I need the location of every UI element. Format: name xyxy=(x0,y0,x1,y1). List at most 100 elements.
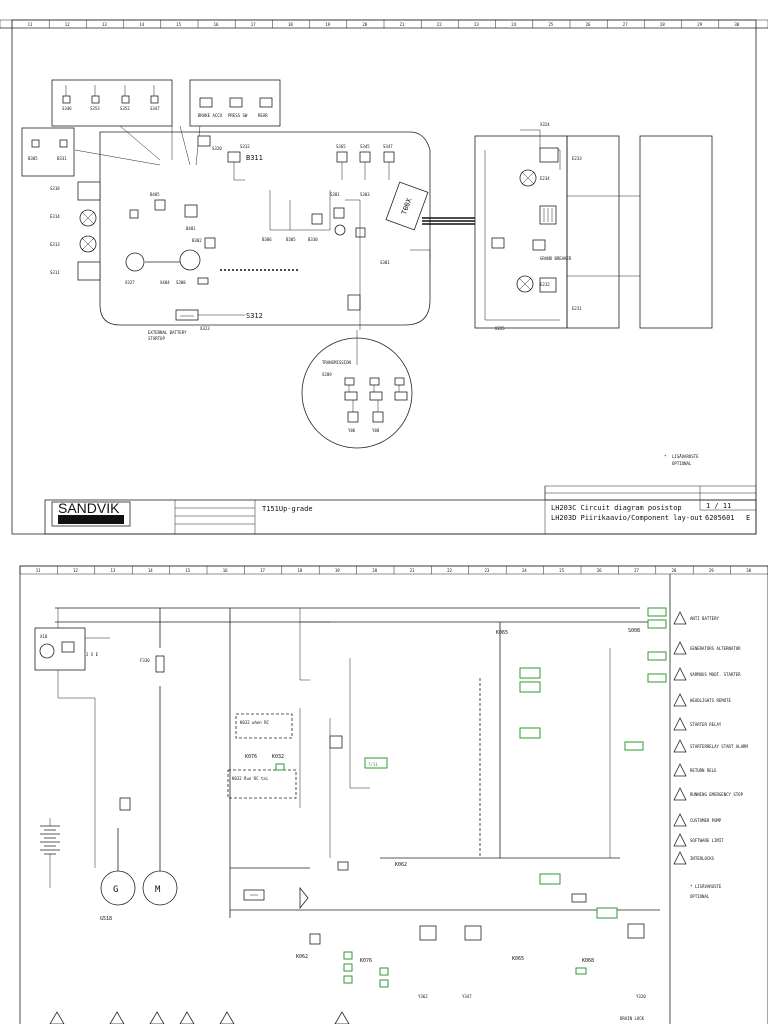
svg-text:B401: B401 xyxy=(186,226,196,231)
k062-bottom: K062 xyxy=(296,954,308,960)
svg-text:REAR: REAR xyxy=(258,113,268,118)
svg-text:E234: E234 xyxy=(540,176,550,181)
svg-text:B306: B306 xyxy=(262,237,272,242)
column-number: 13 xyxy=(111,568,116,573)
svg-text:S347: S347 xyxy=(150,106,160,111)
note-line2: OPTIONAL xyxy=(672,461,692,466)
right-label: STARTERRELAY START ALARM xyxy=(690,744,748,749)
svg-text:GRAND BREAKER: GRAND BREAKER xyxy=(540,256,572,261)
external-battery-startup: EXTERNAL BATTERY STARTUP S312 X323 xyxy=(148,309,263,341)
right-label: INTERLOCKS xyxy=(690,856,715,861)
k032-label: K032 xyxy=(272,754,284,760)
column-number: 28 xyxy=(660,22,665,27)
svg-text:S347: S347 xyxy=(383,144,393,149)
column-number: 16 xyxy=(214,22,219,27)
column-number: 26 xyxy=(597,568,602,573)
warning-triangle-icon xyxy=(673,717,687,731)
column-number: 23 xyxy=(474,22,479,27)
column-number: 22 xyxy=(437,22,442,27)
svg-text:X225: X225 xyxy=(495,326,505,331)
sheet-2-frame xyxy=(19,565,768,1024)
column-number: 18 xyxy=(298,568,303,573)
right-label: ANTI BATTERY xyxy=(690,616,719,621)
warning-triangle-icon xyxy=(673,611,687,625)
title-line1: LH203C Circuit diagram posistop xyxy=(551,504,682,512)
svg-text:K032 Run RC tai: K032 Run RC tai xyxy=(232,776,269,781)
svg-text:B311: B311 xyxy=(246,154,263,162)
right-label: GENERATORS ALTERNATOR xyxy=(690,646,741,651)
right-relay-column: K065 S008 K062 xyxy=(380,607,667,919)
right-label: VARMUUS MOOT. STARTER xyxy=(690,672,741,677)
svg-text:S308: S308 xyxy=(176,280,186,285)
column-number: 16 xyxy=(223,568,228,573)
column-number: 30 xyxy=(746,568,751,573)
svg-text:B305: B305 xyxy=(286,237,296,242)
svg-text:X18: X18 xyxy=(40,634,48,639)
sandvik-logo: SANDVIK xyxy=(58,500,120,516)
svg-text:B305: B305 xyxy=(28,156,38,161)
column-number: 20 xyxy=(372,568,377,573)
y320-label: Y320 xyxy=(636,994,646,999)
column-number: 22 xyxy=(447,568,452,573)
column-number: 17 xyxy=(260,568,265,573)
warning-triangle-icon xyxy=(673,693,687,707)
ext-battery-label: EXTERNAL BATTERY xyxy=(148,330,187,335)
right-label: HEADLIGHTS REMOTE xyxy=(690,698,732,703)
svg-text:B330: B330 xyxy=(308,237,318,242)
right-labels: ANTI BATTERY GENERATORS ALTERNATOR VARMUUS… xyxy=(673,611,748,899)
svg-text:E231: E231 xyxy=(572,306,582,311)
column-number: 24 xyxy=(511,22,516,27)
svg-text:G: G xyxy=(113,885,118,895)
column-number: 12 xyxy=(73,568,78,573)
power-rails: F330 xyxy=(55,607,650,673)
y362-label: Y362 xyxy=(418,994,428,999)
column-number: 15 xyxy=(185,568,190,573)
svg-text:E314: E314 xyxy=(50,214,60,219)
warning-triangle-icon xyxy=(673,763,687,777)
column-number: 13 xyxy=(102,22,107,27)
svg-text:S320: S320 xyxy=(212,146,222,151)
column-number: 11 xyxy=(36,568,41,573)
column-number: 19 xyxy=(335,568,340,573)
battery-generator: G M G518 xyxy=(40,670,178,922)
svg-text:E232: E232 xyxy=(540,282,550,287)
k065-bottom: K065 xyxy=(512,956,524,962)
column-number: 14 xyxy=(148,568,153,573)
column-number: 18 xyxy=(288,22,293,27)
startup-label: STARTUP xyxy=(148,336,165,341)
column-number: 15 xyxy=(176,22,181,27)
column-number: 27 xyxy=(623,22,628,27)
k062-top: K062 xyxy=(395,862,407,868)
drain-lock-label: DRAIN LOCK xyxy=(620,1016,645,1021)
column-number: 28 xyxy=(672,568,677,573)
left-motor-circuit: 2 X E X18 xyxy=(34,608,110,671)
warning-triangle-icon xyxy=(673,813,687,827)
svg-text:TRANSMISSION: TRANSMISSION xyxy=(322,360,351,365)
column-number: 29 xyxy=(697,22,702,27)
revision: E xyxy=(746,514,750,522)
svg-text:B405: B405 xyxy=(150,192,160,197)
svg-text:S301: S301 xyxy=(330,192,340,197)
column-number: 11 xyxy=(28,22,33,27)
k068-label: K068 xyxy=(582,958,594,964)
right-label: RUNNING EMERGENCY STOP xyxy=(690,792,744,797)
column-number: 25 xyxy=(548,22,553,27)
warning-triangle-icon xyxy=(673,787,687,801)
title-block: SANDVIK T151Up-grade LH203C Circuit diag… xyxy=(44,485,757,535)
svg-text:S365: S365 xyxy=(336,144,346,149)
svg-text:E233: E233 xyxy=(572,156,582,161)
column-number: 29 xyxy=(709,568,714,573)
right-label: RETURN RELE xyxy=(690,768,717,773)
svg-text:S352: S352 xyxy=(120,106,130,111)
svg-text:BRAKE ACCU: BRAKE ACCU xyxy=(198,113,223,118)
right-label: SOFTWARE LIMIT xyxy=(690,838,724,843)
svg-text:S353: S353 xyxy=(90,106,100,111)
warning-triangle-icon xyxy=(673,641,687,655)
svg-text:Y88: Y88 xyxy=(372,428,380,433)
